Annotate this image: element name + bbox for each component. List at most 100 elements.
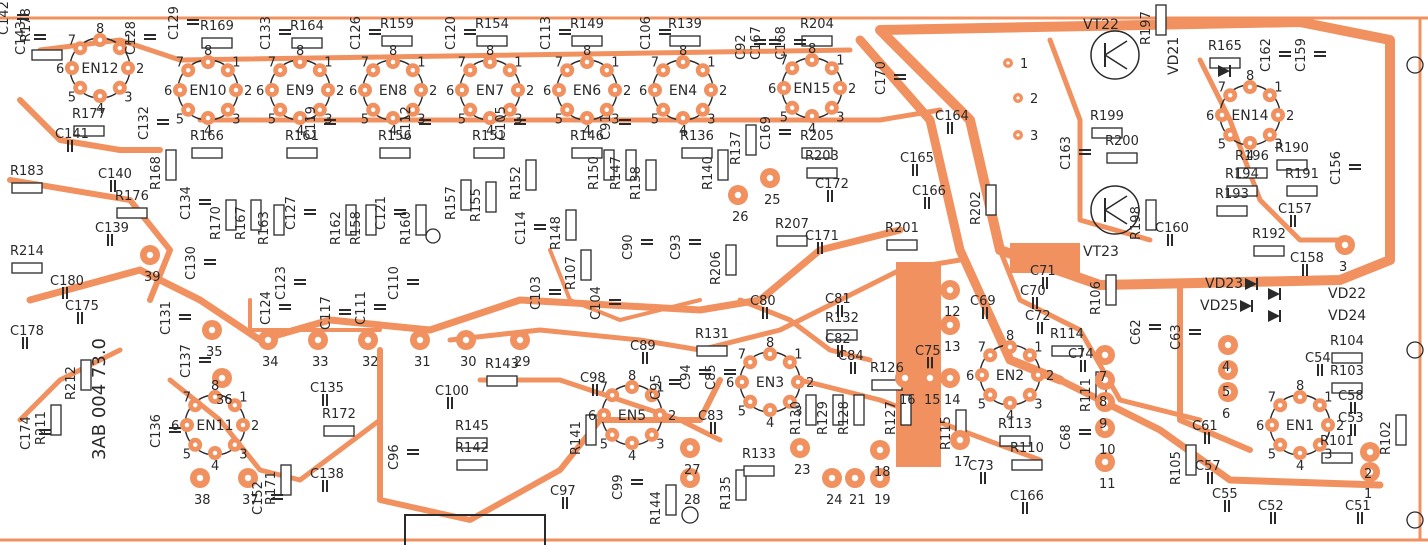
- copper-trace: [548, 248, 702, 322]
- resistor-outline: [345, 204, 357, 236]
- pin-number: 6: [543, 84, 551, 99]
- pin-number: 5: [651, 112, 659, 127]
- diode-symbol: [1218, 65, 1230, 77]
- pad-hole: [1007, 400, 1013, 406]
- pin-number: 3: [232, 112, 240, 127]
- pad-hole: [410, 107, 416, 113]
- capacitor-label: C175: [65, 299, 99, 314]
- pad-hole: [212, 394, 218, 400]
- pin-number: 2: [668, 409, 676, 424]
- pad-hole: [125, 65, 131, 71]
- chip-label: EN3: [756, 375, 784, 391]
- capacitor-label: C106: [639, 16, 654, 50]
- terminal-number: 15: [924, 393, 941, 408]
- pin-number: 6: [1206, 109, 1214, 124]
- capacitor-label: C74: [1068, 347, 1094, 362]
- pad-hole: [747, 399, 753, 405]
- pad-hole: [946, 374, 954, 382]
- resistor-outline: [1236, 167, 1268, 179]
- copper-ground-plane: [896, 262, 941, 467]
- pad-hole: [1101, 424, 1109, 432]
- resistor-label: R158: [349, 211, 364, 245]
- pin-number: 8: [96, 22, 104, 37]
- resistor-label: R126: [870, 361, 904, 376]
- capacitor-label: C110: [387, 266, 402, 300]
- pin-number: 4: [96, 102, 104, 117]
- transistor-symbol: [1104, 195, 1128, 211]
- capacitor-label: C132: [137, 106, 152, 140]
- pad-hole: [77, 85, 83, 91]
- terminal-number: 11: [1099, 477, 1116, 492]
- capacitor-label: C166: [912, 184, 946, 199]
- pin-number: 6: [588, 409, 596, 424]
- capacitor-label: C167: [749, 26, 764, 60]
- copper-trace: [248, 298, 382, 332]
- capacitor-label: C100: [435, 384, 469, 399]
- pad-hole: [277, 67, 283, 73]
- pin-number: 4: [628, 449, 636, 464]
- resistor-label: R196: [1235, 149, 1269, 164]
- resistor-outline: [1091, 127, 1123, 139]
- pad-hole: [1267, 132, 1273, 138]
- resistor-label: R146: [570, 129, 604, 144]
- capacitor-label: C68: [1059, 424, 1074, 450]
- pin-number: 4: [211, 459, 219, 474]
- resistor-outline: [73, 125, 105, 137]
- pin-number: 4: [204, 124, 212, 139]
- terminal-number: 10: [1099, 443, 1116, 458]
- diode-label: VD23: [1205, 276, 1243, 292]
- resistor-outline: [1105, 274, 1117, 306]
- pin-number: 7: [600, 381, 608, 396]
- pad-hole: [418, 87, 424, 93]
- resistor-label: R171: [264, 471, 279, 505]
- pin-number: 5: [183, 447, 191, 462]
- pad-hole: [516, 336, 524, 344]
- terminal-number: 38: [194, 493, 211, 508]
- copper-ground-plane: [1010, 243, 1080, 273]
- resistor-outline: [585, 414, 597, 446]
- pad-hole: [467, 67, 473, 73]
- resistor-label: R130: [789, 401, 804, 435]
- resistor-outline: [415, 204, 427, 236]
- diode-label: VD25: [1200, 298, 1238, 314]
- resistor-outline: [806, 167, 838, 179]
- pad-hole: [926, 374, 934, 382]
- resistor-label: R111: [1079, 378, 1094, 412]
- resistor-label: R147: [609, 156, 624, 190]
- transistor-outline: [1090, 30, 1140, 80]
- resistor-outline: [717, 149, 729, 181]
- pad-hole: [686, 444, 694, 452]
- pin-number: 3: [514, 112, 522, 127]
- resistor-label: R127: [884, 401, 899, 435]
- capacitor-label: C120: [444, 16, 459, 50]
- component-outlines: [11, 4, 1424, 545]
- pin-number: 6: [768, 82, 776, 97]
- diode-symbol: [1268, 288, 1280, 300]
- pin-number: 6: [56, 62, 64, 77]
- resistor-outline: [1145, 199, 1157, 231]
- resistor-label: R199: [1090, 109, 1124, 124]
- capacitor-label: C128: [124, 21, 139, 55]
- pad-hole: [205, 115, 211, 121]
- pad-hole: [1269, 422, 1275, 428]
- capacitor-label: C165: [900, 151, 934, 166]
- resistor-outline: [116, 207, 148, 219]
- pin-number: 1: [1274, 81, 1282, 96]
- pad-hole: [700, 107, 706, 113]
- pin-number: 6: [171, 419, 179, 434]
- pad-hole: [185, 107, 191, 113]
- pad-hole: [370, 107, 376, 113]
- copper-trace: [17, 347, 123, 423]
- resistor-outline: [745, 124, 757, 156]
- terminal-number: 36: [216, 393, 233, 408]
- capacitor-label: C94: [679, 364, 694, 390]
- resistor-label: R214: [10, 244, 44, 259]
- resistor-label: R168: [149, 156, 164, 190]
- pad-hole: [69, 65, 75, 71]
- resistor-label: R132: [825, 311, 859, 326]
- pad-hole: [747, 359, 753, 365]
- pin-number: 1: [707, 56, 715, 71]
- resistor-outline: [250, 199, 262, 231]
- pin-number: 8: [486, 44, 494, 59]
- pin-number: 1: [417, 56, 425, 71]
